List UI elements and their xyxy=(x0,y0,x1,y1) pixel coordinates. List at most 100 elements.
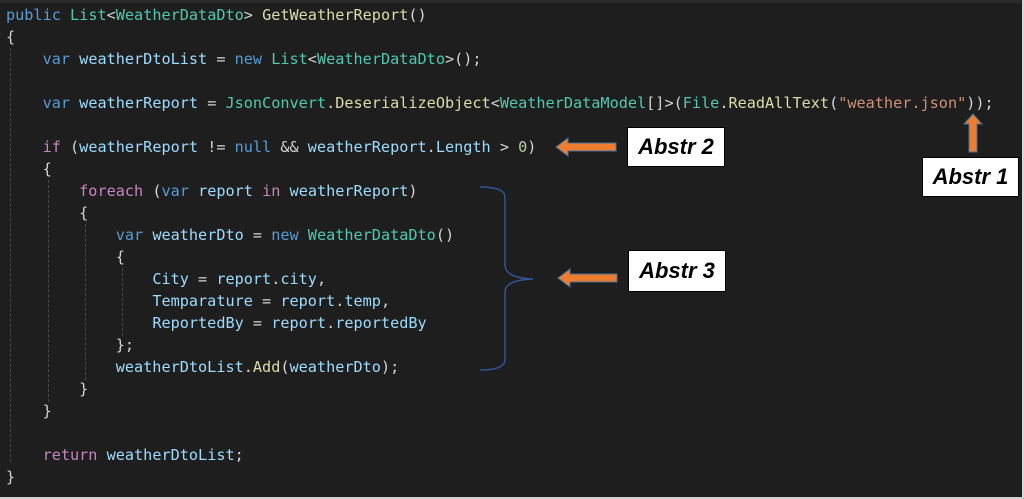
code-line[interactable]: foreach (var report in weatherReport) xyxy=(6,180,994,202)
code-token: WeatherDataDto xyxy=(316,50,445,68)
code-line[interactable]: { xyxy=(6,26,994,48)
bottom-edge xyxy=(0,497,1024,499)
code-line[interactable]: City = report.city, xyxy=(6,268,994,290)
top-edge xyxy=(0,0,1024,3)
code-line[interactable]: var weatherReport = JsonConvert.Deserial… xyxy=(6,92,994,114)
code-token: []>( xyxy=(646,94,683,112)
code-token: ( xyxy=(143,182,162,200)
code-token: var xyxy=(42,94,71,112)
code-token: } xyxy=(79,380,89,398)
code-line[interactable]: var weatherDtoList = new List<WeatherDat… xyxy=(6,48,994,70)
code-token: < xyxy=(106,6,116,24)
code-token: () xyxy=(435,226,455,244)
code-token: weatherDto xyxy=(152,226,244,244)
code-token: weatherDtoList xyxy=(79,50,208,68)
code-token: { xyxy=(115,248,125,266)
code-token: if xyxy=(42,138,61,156)
code-token: WeatherDataDto xyxy=(115,6,244,24)
code-token: var xyxy=(161,182,189,200)
abstr3-label: Abstr 3 xyxy=(639,258,715,283)
code-token: } xyxy=(42,402,52,420)
code-token: City xyxy=(152,270,189,288)
code-line[interactable]: Temparature = report.temp, xyxy=(6,290,994,312)
code-token: = xyxy=(252,292,281,310)
code-line[interactable]: } xyxy=(6,400,994,422)
code-token: ReportedBy xyxy=(152,314,244,332)
code-token: }; xyxy=(115,336,135,354)
code-token: weatherReport xyxy=(79,138,199,156)
code-token: public xyxy=(6,6,61,24)
code-token: DeserializeObject xyxy=(335,94,491,112)
code-token: && xyxy=(271,138,308,156)
indent-guide xyxy=(85,224,86,380)
code-token: city xyxy=(280,270,317,288)
code-token: report xyxy=(271,314,327,332)
code-token: )); xyxy=(966,94,994,112)
code-token: weatherDtoList xyxy=(106,446,235,464)
code-line[interactable]: { xyxy=(6,246,994,268)
code-line[interactable]: if (weatherReport != null && weatherRepo… xyxy=(6,136,994,158)
code-token: ) xyxy=(527,138,537,156)
code-line[interactable]: ReportedBy = report.reportedBy xyxy=(6,312,994,334)
abstr2-label: Abstr 2 xyxy=(638,134,714,159)
right-brace-icon xyxy=(479,186,534,371)
code-token: reportedBy xyxy=(335,314,427,332)
code-token: > xyxy=(490,138,519,156)
code-token: report xyxy=(198,182,253,200)
code-token: } xyxy=(6,468,16,486)
code-token: != xyxy=(198,138,235,156)
code-token: Add xyxy=(252,358,281,376)
code-line[interactable]: }; xyxy=(6,334,994,356)
code-token: report xyxy=(216,270,272,288)
code-token: ReadAllText xyxy=(728,94,830,112)
code-line[interactable]: } xyxy=(6,378,994,400)
code-token: () xyxy=(408,6,427,24)
code-token: ; xyxy=(234,446,244,464)
code-line[interactable]: var weatherDto = new WeatherDataDto() xyxy=(6,224,994,246)
abstr3-callout: Abstr 3 xyxy=(628,250,726,292)
abstr1-callout: Abstr 1 xyxy=(922,157,1019,197)
indent-guide xyxy=(122,268,123,336)
code-token: weatherReport xyxy=(289,182,409,200)
code-line[interactable]: return weatherDtoList; xyxy=(6,444,994,466)
abstr2-callout: Abstr 2 xyxy=(627,127,725,167)
code-token: File xyxy=(682,94,720,112)
abstr1-arrow-icon xyxy=(962,113,984,153)
code-token: List xyxy=(271,50,308,68)
code-token: 0 xyxy=(518,138,528,156)
code-editor[interactable]: public List<WeatherDataDto> GetWeatherRe… xyxy=(6,4,994,488)
code-token: temp xyxy=(344,292,381,310)
code-line[interactable]: weatherDtoList.Add(weatherDto); xyxy=(6,356,994,378)
code-token: ) xyxy=(408,182,418,200)
code-token: ( xyxy=(280,358,290,376)
code-line[interactable]: { xyxy=(6,202,994,224)
code-token: Length xyxy=(435,138,491,156)
code-token: < xyxy=(490,94,500,112)
code-token: >(); xyxy=(444,50,482,68)
code-token: Temparature xyxy=(152,292,253,310)
code-token: . xyxy=(335,292,345,310)
code-line[interactable]: } xyxy=(6,466,994,488)
code-token: weatherDtoList xyxy=(115,358,244,376)
abstr1-label: Abstr 1 xyxy=(932,164,1009,189)
right-edge xyxy=(1022,0,1024,499)
code-token: > xyxy=(243,6,263,24)
code-token: foreach xyxy=(79,182,144,200)
code-token: ( xyxy=(60,138,80,156)
code-token: . xyxy=(326,314,336,332)
code-token: new xyxy=(271,226,299,244)
code-token: = xyxy=(243,314,272,332)
code-token: . xyxy=(243,358,253,376)
code-token: List xyxy=(70,6,107,24)
code-token: < xyxy=(307,50,317,68)
code-token: , xyxy=(316,270,327,288)
code-token: GetWeatherReport xyxy=(262,6,409,24)
code-token: new xyxy=(234,50,263,68)
code-line[interactable]: { xyxy=(6,158,994,180)
code-token: weatherReport xyxy=(307,138,427,156)
code-token: return xyxy=(42,446,98,464)
code-token: ); xyxy=(380,358,400,376)
code-token: weatherDto xyxy=(289,358,381,376)
code-line[interactable]: public List<WeatherDataDto> GetWeatherRe… xyxy=(6,4,994,26)
